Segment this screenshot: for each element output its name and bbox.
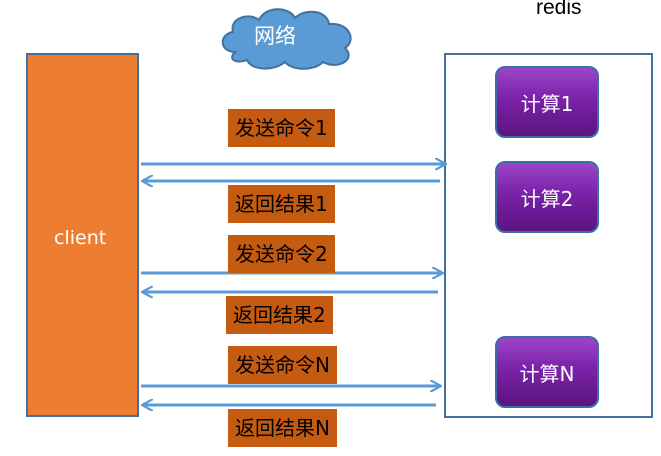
send-command-label-n: 发送命令N xyxy=(228,346,337,384)
network-cloud-icon xyxy=(221,8,352,70)
return-result-label-2: 返回结果2 xyxy=(226,296,333,334)
network-label: 网络 xyxy=(254,24,296,48)
redis-title: redis xyxy=(536,0,582,19)
compute-block-1: 计算1 xyxy=(495,66,599,138)
send-command-label-2: 发送命令2 xyxy=(228,235,335,273)
compute-block-n: 计算N xyxy=(495,336,599,408)
compute-block-2: 计算2 xyxy=(495,161,599,233)
client-label: client xyxy=(54,227,107,249)
return-result-label-1: 返回结果1 xyxy=(228,185,335,223)
client-box: client xyxy=(26,53,139,417)
send-command-label-1: 发送命令1 xyxy=(228,109,335,147)
return-result-label-n: 返回结果N xyxy=(228,409,337,447)
